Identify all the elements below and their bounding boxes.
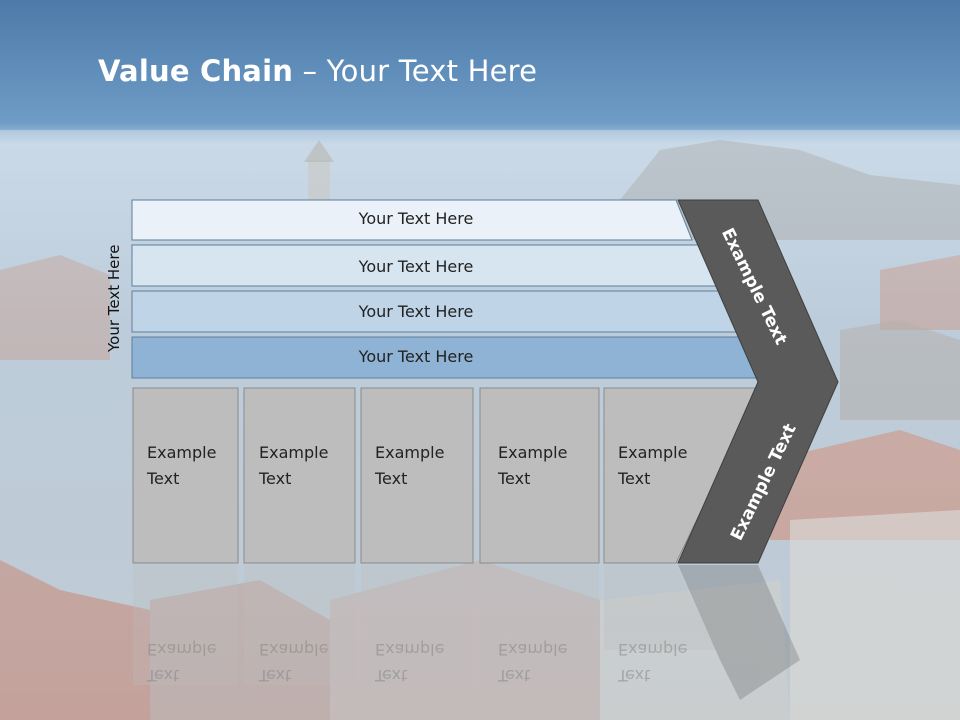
title-rest: – Your Text Here: [293, 54, 538, 88]
box-4-label: Example Text: [498, 440, 567, 492]
box-1-label: Example Text: [147, 440, 216, 492]
box-4-reflection-line1: Example: [498, 640, 568, 659]
box-1-reflection: Text Example: [147, 636, 216, 688]
box-2-reflection-line2: Text: [259, 666, 292, 685]
box-5-reflection-line2: Text: [618, 666, 651, 685]
box-2-label: Example Text: [259, 440, 328, 492]
box-1-reflection-line2: Text: [147, 666, 180, 685]
box-1-line1: Example: [147, 443, 217, 462]
box-3-reflection-line1: Example: [375, 640, 445, 659]
box-5-label: Example Text: [618, 440, 687, 492]
band-1[interactable]: [131, 199, 693, 241]
box-1-reflection-line1: Example: [147, 640, 217, 659]
band-4-label: Your Text Here: [358, 347, 474, 366]
box-4[interactable]: [479, 387, 600, 564]
band-1-label: Your Text Here: [358, 209, 474, 228]
box-2-line1: Example: [259, 443, 329, 462]
chevron-arrow[interactable]: [677, 199, 839, 564]
box-2-line2: Text: [259, 469, 292, 488]
box-4-line2: Text: [498, 469, 531, 488]
box-3-line1: Example: [375, 443, 445, 462]
box-3[interactable]: [360, 387, 474, 564]
box-4-reflection-line2: Text: [498, 666, 531, 685]
box-4-reflection: Text Example: [498, 636, 567, 688]
box-5-reflection: Text Example: [618, 636, 687, 688]
box-1-line2: Text: [147, 469, 180, 488]
box-5-line1: Example: [618, 443, 688, 462]
box-5-line2: Text: [618, 469, 651, 488]
title-bold: Value Chain: [98, 54, 294, 88]
band-3-label: Your Text Here: [358, 302, 474, 321]
box-5[interactable]: [603, 387, 761, 564]
box-2[interactable]: [243, 387, 356, 564]
page-title: Value Chain – Your Text Here: [98, 54, 537, 88]
box-2-reflection: Text Example: [259, 636, 328, 688]
box-3-reflection: Text Example: [375, 636, 444, 688]
box-3-label: Example Text: [375, 440, 444, 492]
box-2-reflection-line1: Example: [259, 640, 329, 659]
box-3-reflection-line2: Text: [375, 666, 408, 685]
box-5-reflection-line1: Example: [618, 640, 688, 659]
band-2-label: Your Text Here: [358, 257, 474, 276]
box-1[interactable]: [132, 387, 239, 564]
box-3-line2: Text: [375, 469, 408, 488]
box-4-line1: Example: [498, 443, 568, 462]
